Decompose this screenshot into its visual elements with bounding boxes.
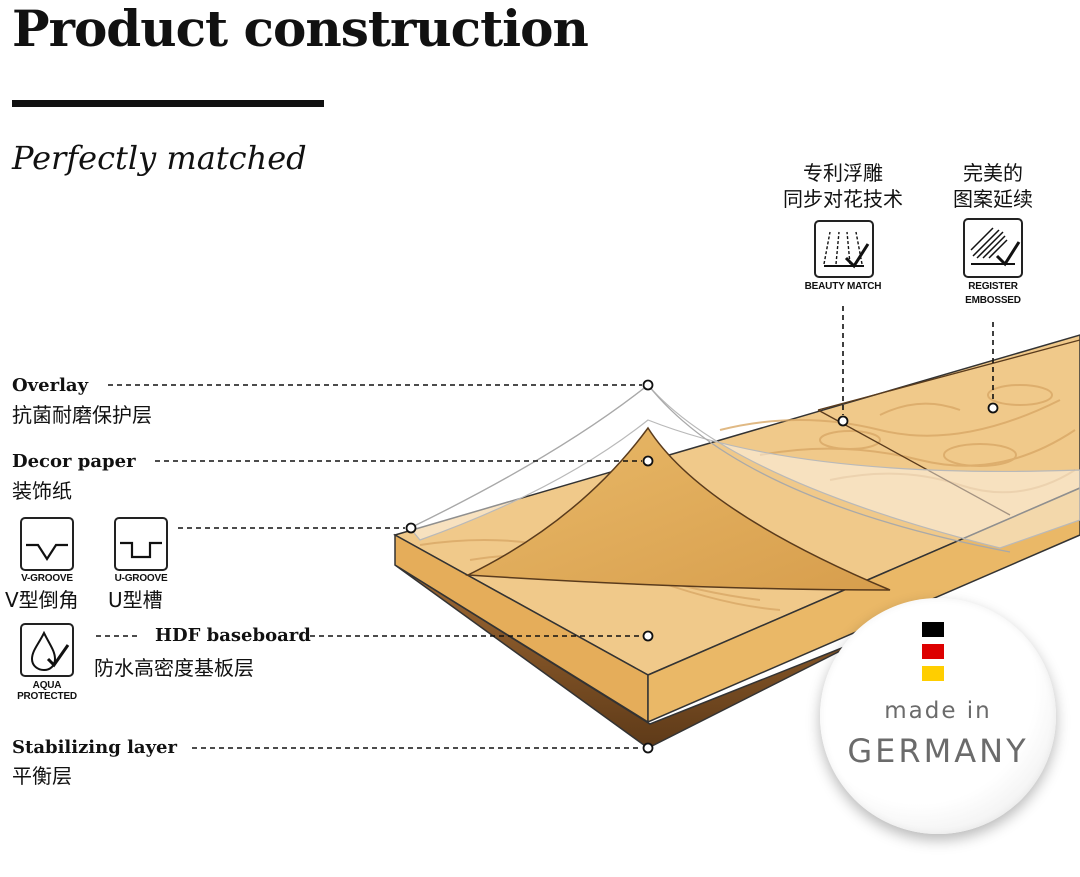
germany-text: GERMANY	[847, 732, 1029, 770]
beauty-match-icon	[814, 220, 874, 278]
made-in-text: made in	[884, 698, 992, 724]
u-groove-caption: U-GROOVE	[114, 573, 168, 584]
stabilizing-label-cn: 平衡层	[12, 764, 72, 788]
u-groove-label-cn: U型槽	[108, 588, 163, 612]
register-cn-line1: 完美的	[963, 161, 1023, 185]
hdf-label-cn: 防水高密度基板层	[94, 656, 254, 680]
aqua-caption-line1: AQUA	[32, 680, 62, 691]
flag-stripe-black	[922, 622, 944, 637]
title-underline	[12, 100, 324, 107]
page-title: Product construction	[12, 0, 589, 58]
register-caption-line2: EMBOSSED	[965, 295, 1021, 306]
beauty-caption: BEAUTY MATCH	[804, 281, 882, 292]
stabilizing-label-en: Stabilizing layer	[12, 737, 177, 758]
register-embossed-icon	[963, 218, 1023, 278]
leader-lines	[96, 306, 994, 749]
page-subtitle: Perfectly matched	[12, 139, 307, 177]
decor-label-en: Decor paper	[12, 451, 136, 472]
aqua-caption-line2: PROTECTED	[17, 691, 77, 702]
flag-stripe-red	[922, 644, 944, 659]
u-groove-icon	[114, 517, 168, 571]
overlay-label-en: Overlay	[12, 375, 89, 396]
overlay-label-cn: 抗菌耐磨保护层	[12, 403, 152, 427]
made-in-germany-badge: made in GERMANY	[820, 598, 1056, 834]
flag-stripe-gold	[922, 666, 944, 681]
v-groove-icon	[20, 517, 74, 571]
decor-paper-shape	[465, 426, 891, 591]
water-drop-icon	[20, 623, 74, 677]
v-groove-caption: V-GROOVE	[21, 573, 73, 584]
beauty-cn-line2: 同步对花技术	[783, 187, 903, 211]
beauty-cn-line1: 专利浮雕	[803, 161, 883, 185]
hdf-label-en: HDF baseboard	[155, 625, 311, 646]
plank-joint-2	[817, 339, 1080, 411]
callout-dots	[405, 379, 999, 754]
register-cn-line2: 图案延续	[953, 187, 1033, 211]
hdf-side-face	[647, 487, 1080, 724]
decor-label-cn: 装饰纸	[12, 479, 72, 503]
register-caption-line1: REGISTER	[968, 281, 1018, 292]
plank-joint-1	[817, 409, 1011, 516]
v-groove-label-cn: V型倒角	[5, 588, 79, 612]
